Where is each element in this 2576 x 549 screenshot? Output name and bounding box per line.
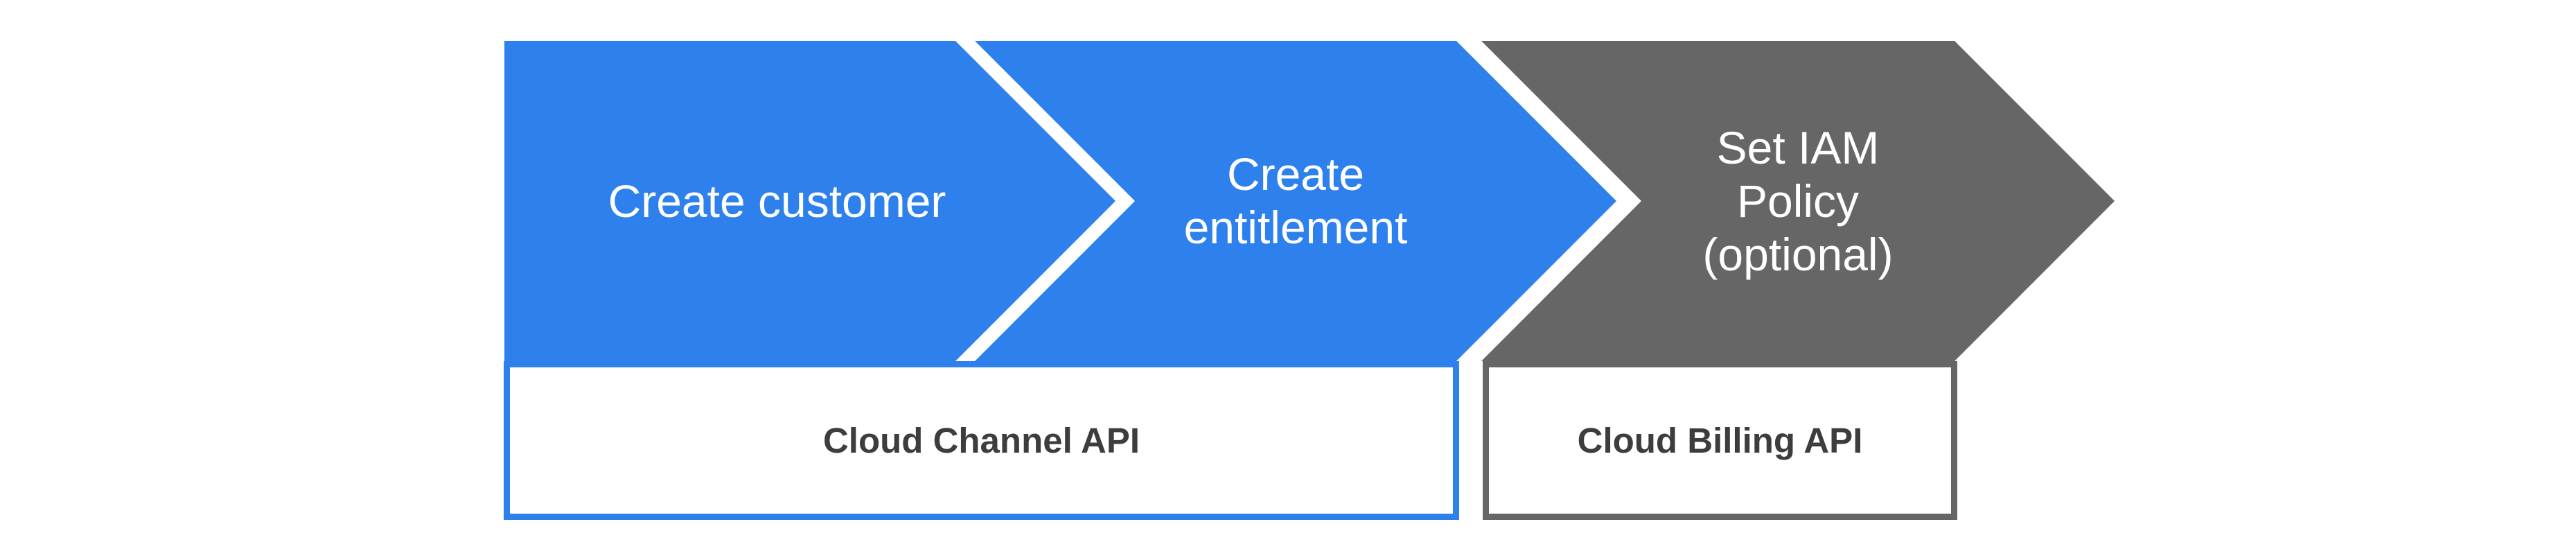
api-box-label-cloud-billing: Cloud Billing API	[1577, 421, 1863, 460]
step-label-create-customer: Create customer	[608, 175, 946, 227]
api-box-label-cloud-channel: Cloud Channel API	[822, 421, 1140, 460]
step-chevron-create-entitlement: Create entitlement	[975, 41, 1616, 361]
step-label-create-entitlement: Create entitlement	[1183, 148, 1408, 253]
step-label-set-iam-policy: Set IAM Policy (optional)	[1702, 121, 1894, 280]
api-box-cloud-channel: Cloud Channel API	[504, 361, 1459, 520]
api-box-cloud-billing: Cloud Billing API	[1483, 361, 1957, 520]
